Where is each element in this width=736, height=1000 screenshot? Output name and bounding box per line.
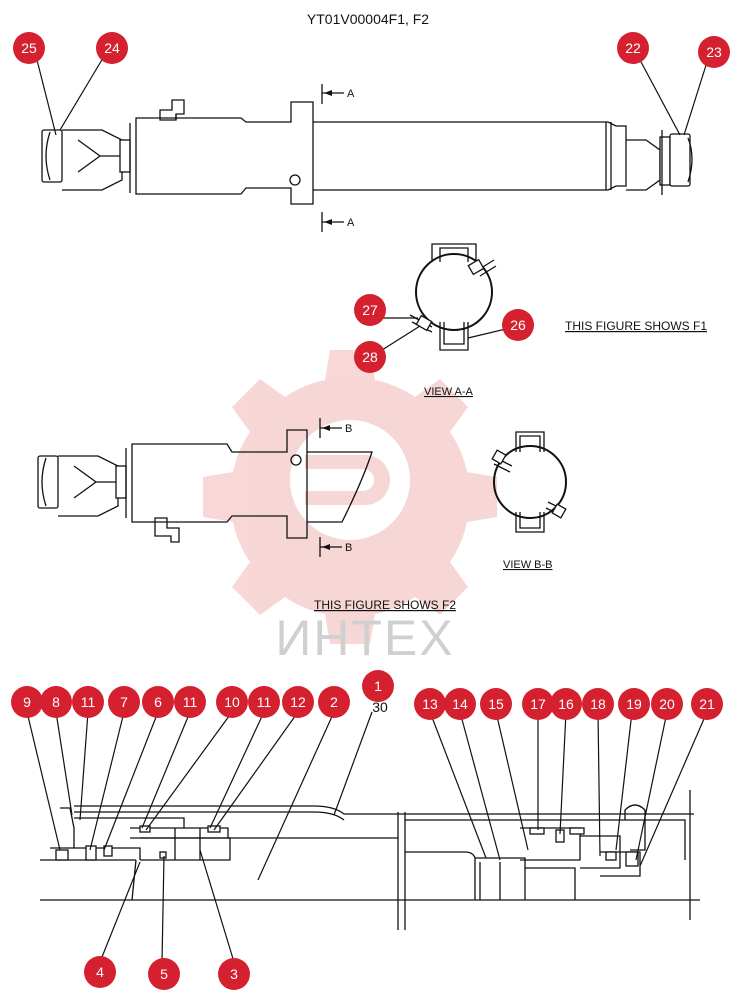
- callout-15[interactable]: 14: [444, 688, 476, 720]
- callout-24[interactable]: 23: [698, 36, 730, 68]
- svg-text:2: 2: [330, 694, 338, 710]
- view-a-caption: VIEW A-A: [424, 386, 474, 398]
- callout-16[interactable]: 15: [480, 688, 512, 720]
- svg-text:10: 10: [224, 694, 240, 710]
- callout-29[interactable]: 28: [354, 341, 386, 373]
- svg-text:17: 17: [530, 696, 546, 712]
- view-a-a: VIEW A-A: [409, 243, 497, 398]
- svg-text:22: 22: [625, 40, 641, 56]
- callout-10[interactable]: 10: [216, 686, 248, 718]
- svg-text:21: 21: [699, 696, 715, 712]
- callout-11[interactable]: 11: [174, 686, 206, 718]
- svg-text:7: 7: [120, 694, 128, 710]
- svg-text:5: 5: [160, 966, 168, 982]
- callout-11-second[interactable]: 11: [248, 686, 280, 718]
- callout-20[interactable]: 19: [618, 688, 650, 720]
- callout-25[interactable]: 24: [96, 32, 128, 64]
- callout-14[interactable]: 13: [414, 688, 446, 720]
- svg-text:4: 4: [96, 964, 104, 980]
- svg-text:27: 27: [362, 302, 378, 318]
- callout-2[interactable]: 2: [318, 686, 350, 718]
- view-b-b: VIEW B-B: [491, 431, 567, 571]
- svg-text:18: 18: [590, 696, 606, 712]
- callout-22[interactable]: 21: [691, 688, 723, 720]
- callout-7[interactable]: 7: [108, 686, 140, 718]
- svg-text:19: 19: [626, 696, 642, 712]
- svg-text:8: 8: [52, 694, 60, 710]
- callout-26[interactable]: 25: [13, 32, 45, 64]
- svg-text:20: 20: [659, 696, 675, 712]
- svg-text:9: 9: [23, 694, 31, 710]
- callout-30-label: 30: [372, 699, 388, 715]
- svg-text:11: 11: [257, 694, 272, 710]
- svg-text:23: 23: [706, 44, 722, 60]
- svg-text:14: 14: [452, 696, 468, 712]
- svg-text:6: 6: [154, 694, 162, 710]
- callout-19[interactable]: 18: [582, 688, 614, 720]
- callout-6[interactable]: 6: [142, 686, 174, 718]
- watermark-text: ИНТЕХ: [275, 610, 454, 666]
- callout-3[interactable]: 3: [218, 958, 250, 990]
- svg-text:15: 15: [488, 696, 504, 712]
- section-a-top-label: A: [347, 88, 355, 100]
- callout-4[interactable]: 4: [84, 956, 116, 988]
- svg-text:25: 25: [21, 40, 37, 56]
- section-b-marks: B B: [319, 418, 352, 557]
- svg-text:12: 12: [290, 694, 306, 710]
- f1-caption: THIS FIGURE SHOWS F1: [565, 319, 707, 333]
- callout-27[interactable]: 26: [502, 309, 534, 341]
- svg-text:1: 1: [374, 678, 382, 694]
- callout-8[interactable]: 8: [40, 686, 72, 718]
- callout-17[interactable]: 16: [550, 688, 582, 720]
- section-b-top-label: B: [345, 423, 352, 435]
- callout-1[interactable]: 1: [362, 670, 394, 702]
- callout-13[interactable]: 12: [282, 686, 314, 718]
- leader-lines: [26, 57, 708, 963]
- callout-23[interactable]: 22: [617, 32, 649, 64]
- diagram-title: YT01V00004F1, F2: [307, 11, 429, 27]
- svg-text:13: 13: [422, 696, 438, 712]
- svg-text:16: 16: [558, 696, 574, 712]
- callout-12[interactable]: 11: [72, 686, 104, 718]
- watermark: [203, 350, 497, 644]
- cross-section: [40, 790, 700, 930]
- callout-21[interactable]: 20: [651, 688, 683, 720]
- cylinder-f1: [41, 99, 693, 205]
- svg-text:11: 11: [81, 694, 96, 710]
- svg-text:3: 3: [230, 966, 238, 982]
- callout-5[interactable]: 5: [148, 958, 180, 990]
- callout-28[interactable]: 27: [354, 294, 386, 326]
- svg-text:28: 28: [362, 349, 378, 365]
- callout-badges: 25 24 22 23 27 28 26 1 9 8 11 7 6 11 10 …: [11, 32, 730, 990]
- svg-text:11: 11: [183, 694, 198, 710]
- callout-18[interactable]: 17: [522, 688, 554, 720]
- svg-text:24: 24: [104, 40, 120, 56]
- view-b-caption: VIEW B-B: [503, 559, 553, 571]
- f2-caption: THIS FIGURE SHOWS F2: [314, 598, 456, 612]
- section-a-bottom-label: A: [347, 217, 355, 229]
- section-b-bottom-label: B: [345, 542, 352, 554]
- svg-text:26: 26: [510, 317, 526, 333]
- cylinder-f2: [37, 429, 373, 543]
- callout-9[interactable]: 9: [11, 686, 43, 718]
- section-a-marks: A A: [321, 84, 355, 232]
